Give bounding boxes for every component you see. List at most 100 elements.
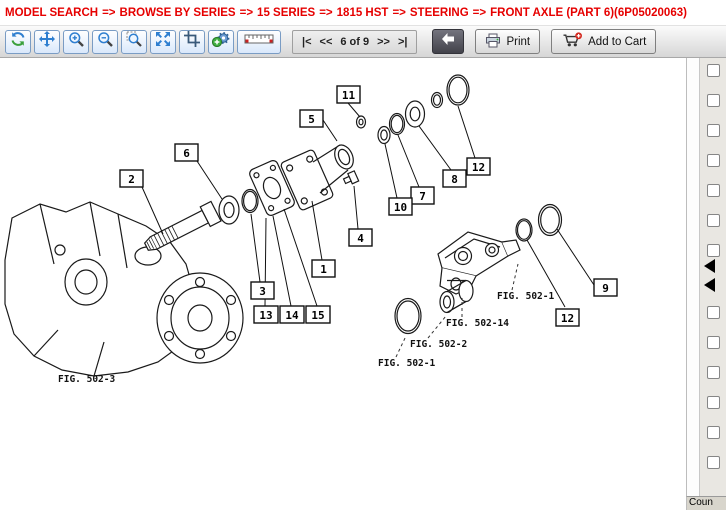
parts-selection-panel <box>686 58 726 496</box>
breadcrumb-separator: => <box>240 7 253 19</box>
diagram-viewport[interactable]: 11 5 6 2 12 8 7 10 4 1 3 13 14 15 9 12 F… <box>0 58 686 510</box>
pager-last-button[interactable]: >| <box>398 36 408 48</box>
figure-ref-502-1-right: FIG. 502-1 <box>497 291 554 302</box>
pager-first-button[interactable]: |< <box>302 36 312 48</box>
washer-drawing <box>357 116 366 128</box>
steering-shaft-drawing <box>141 201 220 256</box>
callout-label: 11 <box>342 89 356 102</box>
oring-drawing <box>395 299 421 334</box>
callout-box-5[interactable]: 5 <box>300 110 323 127</box>
ring-right-small-drawing <box>516 219 532 241</box>
callout-label: 6 <box>183 147 190 160</box>
part-select-checkbox[interactable] <box>707 396 720 409</box>
callout-label: 13 <box>259 309 272 322</box>
callout-label: 3 <box>259 285 266 298</box>
callout-label: 4 <box>357 232 364 245</box>
part-select-checkbox[interactable] <box>707 336 720 349</box>
breadcrumb-item-model[interactable]: 1815 HST <box>337 7 389 19</box>
breadcrumb-item-series[interactable]: 15 SERIES <box>257 7 315 19</box>
crop-button[interactable] <box>179 30 205 54</box>
axle-housing-drawing <box>5 202 243 376</box>
bearing-drawing <box>219 196 239 224</box>
callout-box-8[interactable]: 8 <box>443 170 466 187</box>
breadcrumb: MODEL SEARCH => BROWSE BY SERIES => 15 S… <box>0 0 726 26</box>
callout-box-11[interactable]: 11 <box>337 86 360 103</box>
breadcrumb-item-front-axle[interactable]: FRONT AXLE (PART 6)(6P05020063) <box>490 7 687 19</box>
callout-label: 1 <box>320 263 327 276</box>
part-select-checkbox[interactable] <box>707 456 720 469</box>
breadcrumb-separator: => <box>392 7 405 19</box>
callout-label: 14 <box>285 309 299 322</box>
collapse-arrow-icon <box>704 259 715 273</box>
callout-box-12-top[interactable]: 12 <box>467 158 490 175</box>
cart-plus-icon <box>561 32 583 51</box>
part-select-checkbox[interactable] <box>707 184 720 197</box>
exploded-parts-diagram: 11 5 6 2 12 8 7 10 4 1 3 13 14 15 9 12 F… <box>0 58 686 510</box>
back-button[interactable] <box>432 29 464 54</box>
callout-box-15[interactable]: 15 <box>306 306 330 323</box>
add-to-cart-button[interactable]: Add to Cart <box>551 29 656 54</box>
bracket-drawing <box>438 232 520 294</box>
breadcrumb-item-browse-by-series[interactable]: BROWSE BY SERIES <box>120 7 236 19</box>
print-button-label: Print <box>506 36 530 48</box>
crop-icon <box>184 31 200 52</box>
snap-ring-drawing <box>242 190 258 213</box>
callout-box-3[interactable]: 3 <box>251 282 274 299</box>
pan-button[interactable] <box>34 30 60 54</box>
callout-box-7[interactable]: 7 <box>411 187 434 204</box>
pager-prev-button[interactable]: << <box>320 36 333 48</box>
callout-box-6[interactable]: 6 <box>175 144 198 161</box>
zoom-in-button[interactable] <box>63 30 89 54</box>
callout-label: 12 <box>472 161 485 174</box>
callout-box-14[interactable]: 14 <box>280 306 304 323</box>
bearing-8-drawing <box>406 101 425 127</box>
panel-collapse-handle[interactable] <box>704 254 715 297</box>
callout-box-10[interactable]: 10 <box>389 198 412 215</box>
ring-7-drawing <box>390 114 405 135</box>
panel-scrollbar-track[interactable] <box>687 58 700 496</box>
zoom-area-button[interactable] <box>121 30 147 54</box>
callout-label: 5 <box>308 113 315 126</box>
callout-label: 9 <box>602 282 609 295</box>
count-column-label: Coun <box>686 496 726 510</box>
part-select-checkbox[interactable] <box>707 94 720 107</box>
zoom-area-icon <box>126 31 142 52</box>
collapse-arrow-icon <box>704 278 715 292</box>
pager-status: 6 of 9 <box>340 36 369 48</box>
figure-ref-502-1-lower: FIG. 502-1 <box>378 358 435 369</box>
callout-box-9[interactable]: 9 <box>594 279 617 296</box>
add-part-button[interactable] <box>208 30 234 54</box>
breadcrumb-item-model-search[interactable]: MODEL SEARCH <box>5 7 98 19</box>
add-to-cart-button-label: Add to Cart <box>588 36 646 48</box>
zoom-in-icon <box>68 31 84 52</box>
part-select-checkbox[interactable] <box>707 366 720 379</box>
back-arrow-icon <box>440 32 456 51</box>
part-select-checkbox[interactable] <box>707 306 720 319</box>
seal-12-drawing <box>432 75 470 108</box>
pager: |< << 6 of 9 >> >| <box>292 30 417 54</box>
print-button[interactable]: Print <box>475 29 540 54</box>
part-select-checkbox[interactable] <box>707 124 720 137</box>
callout-box-2[interactable]: 2 <box>120 170 143 187</box>
callout-box-12-right[interactable]: 12 <box>556 309 579 326</box>
refresh-icon <box>10 31 26 52</box>
printer-icon <box>485 33 501 51</box>
pager-next-button[interactable]: >> <box>377 36 390 48</box>
refresh-button[interactable] <box>5 30 31 54</box>
ring-10-drawing <box>378 127 390 144</box>
part-select-checkbox[interactable] <box>707 426 720 439</box>
callout-box-1[interactable]: 1 <box>312 260 335 277</box>
fit-page-button[interactable] <box>150 30 176 54</box>
figure-ref-502-3: FIG. 502-3 <box>58 374 115 385</box>
breadcrumb-item-steering[interactable]: STEERING <box>410 7 469 19</box>
callout-label: 10 <box>394 201 407 214</box>
part-select-checkbox[interactable] <box>707 64 720 77</box>
callout-box-4[interactable]: 4 <box>349 229 372 246</box>
toolbar: |< << 6 of 9 >> >| Print Add to Cart <box>0 26 726 58</box>
callout-box-13[interactable]: 13 <box>254 306 278 323</box>
part-select-checkbox[interactable] <box>707 154 720 167</box>
measure-button[interactable] <box>237 30 281 54</box>
part-select-checkbox[interactable] <box>707 214 720 227</box>
zoom-out-button[interactable] <box>92 30 118 54</box>
